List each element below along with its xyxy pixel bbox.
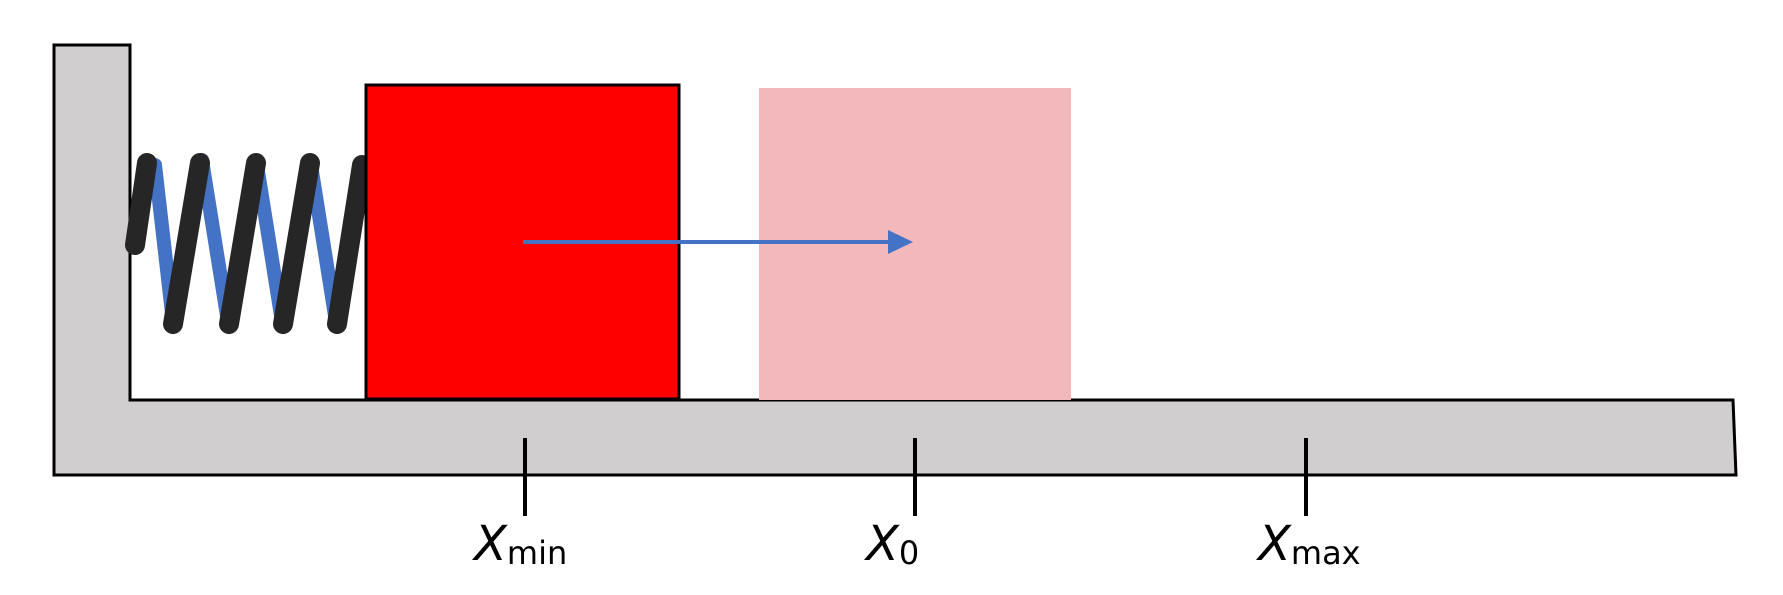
wall-and-floor [52,43,1738,477]
label-xmax-subscript: max [1291,534,1361,572]
label-x0-variable: X [863,516,900,572]
label-xmax-variable: X [1255,516,1292,572]
position-ticks [523,438,1308,516]
label-xmax: Xmax [1255,516,1361,572]
label-x0-subscript: 0 [899,534,919,572]
spring-front-coils [125,153,372,334]
displacement-arrow [523,230,913,254]
label-xmin-variable: X [471,516,508,572]
label-xmin: Xmin [471,516,567,572]
label-xmin-subscript: min [507,534,567,572]
label-x0: X0 [863,516,919,572]
